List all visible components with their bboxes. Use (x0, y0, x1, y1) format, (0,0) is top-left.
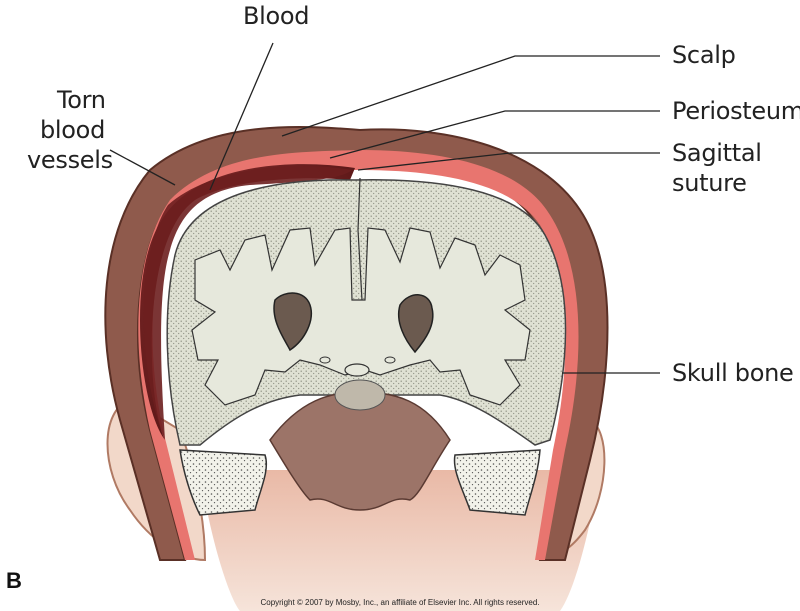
pons (335, 380, 385, 410)
panel-letter: B (6, 568, 22, 594)
label-torn-line3: vessels (27, 146, 113, 174)
label-sagittal-line2: suture (672, 169, 747, 197)
label-skull-bone: Skull bone (672, 359, 793, 387)
label-sagittal-line1: Sagittal (672, 139, 762, 167)
copyright-notice: Copyright © 2007 by Mosby, Inc., an affi… (0, 598, 800, 607)
label-torn-line2: blood (40, 116, 105, 144)
label-torn-line1: Torn (57, 86, 106, 114)
label-blood: Blood (243, 2, 309, 30)
label-periosteum: Periosteum (672, 97, 800, 125)
label-scalp: Scalp (672, 41, 736, 69)
